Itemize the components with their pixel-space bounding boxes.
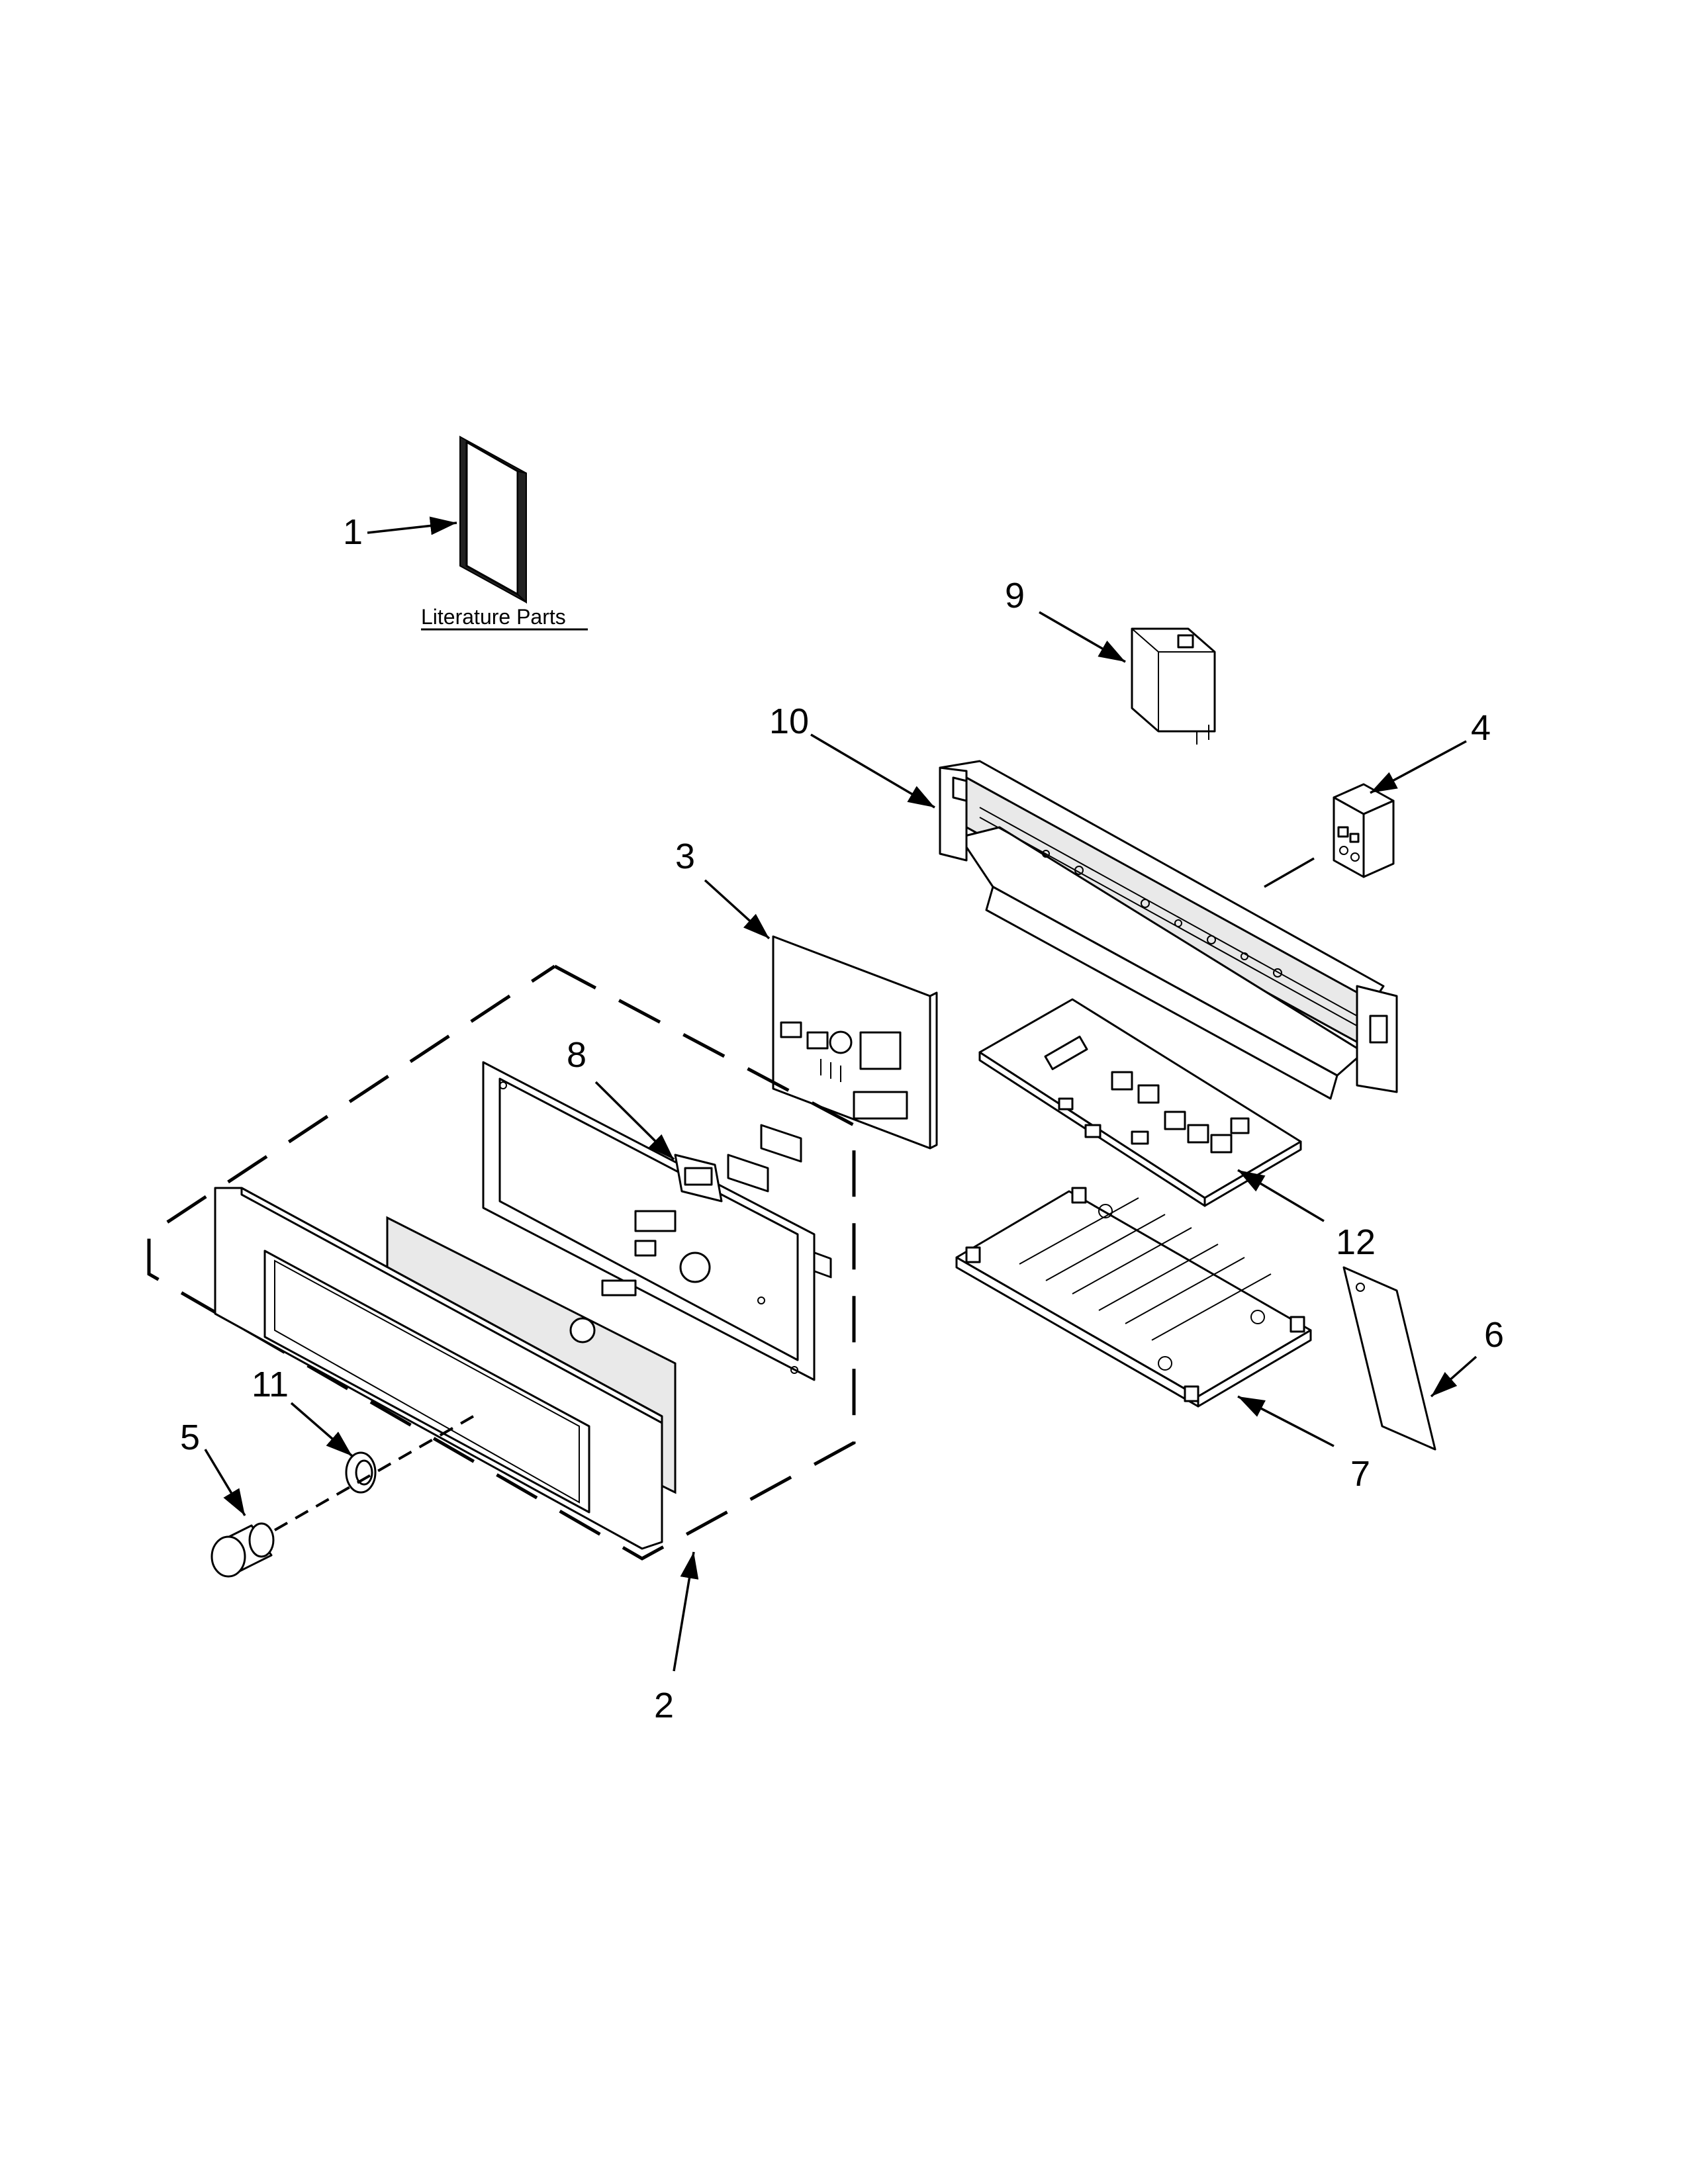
leader-4-axis	[1264, 857, 1315, 888]
part-12-control-board	[978, 998, 1302, 1207]
part-2-control-panel-front	[214, 1187, 663, 1550]
callout-8: 8	[567, 1035, 586, 1075]
callout-6: 6	[1484, 1315, 1504, 1355]
leader-2	[673, 1551, 699, 1672]
leader-7	[1237, 1395, 1335, 1447]
knob-axis-line	[274, 1415, 474, 1531]
leader-6	[1430, 1355, 1477, 1398]
assembly-boundary-dashed	[147, 964, 856, 1561]
leader-11	[290, 1402, 353, 1457]
part-10-control-bracket	[939, 760, 1398, 1100]
literature-parts-label: Literature Parts	[421, 605, 566, 629]
callout-5: 5	[180, 1418, 200, 1457]
callout-1: 1	[343, 512, 363, 552]
callout-4: 4	[1471, 708, 1491, 748]
part-7-base-tray	[955, 1187, 1312, 1408]
leader-5	[204, 1449, 246, 1516]
part-11-knob-bezel	[345, 1451, 377, 1494]
leader-8	[594, 1081, 675, 1161]
callout-10: 10	[769, 702, 809, 741]
callout-2: 2	[654, 1686, 674, 1725]
leader-3	[704, 879, 771, 940]
leader-1	[367, 516, 457, 535]
part-4-relay-block	[1333, 783, 1395, 878]
part-1-literature-booklet	[459, 435, 527, 604]
leader-4	[1370, 740, 1467, 794]
leader-12	[1237, 1169, 1325, 1222]
part-8-display-bracket	[674, 1124, 802, 1203]
part-5-knob	[211, 1522, 275, 1578]
callout-12: 12	[1336, 1222, 1376, 1262]
part-9-cover	[1131, 627, 1216, 745]
leader-10	[810, 733, 935, 809]
part-6-wiring-sheet	[1342, 1266, 1436, 1451]
callout-7: 7	[1350, 1454, 1370, 1494]
leader-9	[1039, 611, 1126, 663]
callout-9: 9	[1005, 576, 1025, 615]
callout-11: 11	[252, 1365, 289, 1404]
callout-3: 3	[675, 837, 695, 876]
